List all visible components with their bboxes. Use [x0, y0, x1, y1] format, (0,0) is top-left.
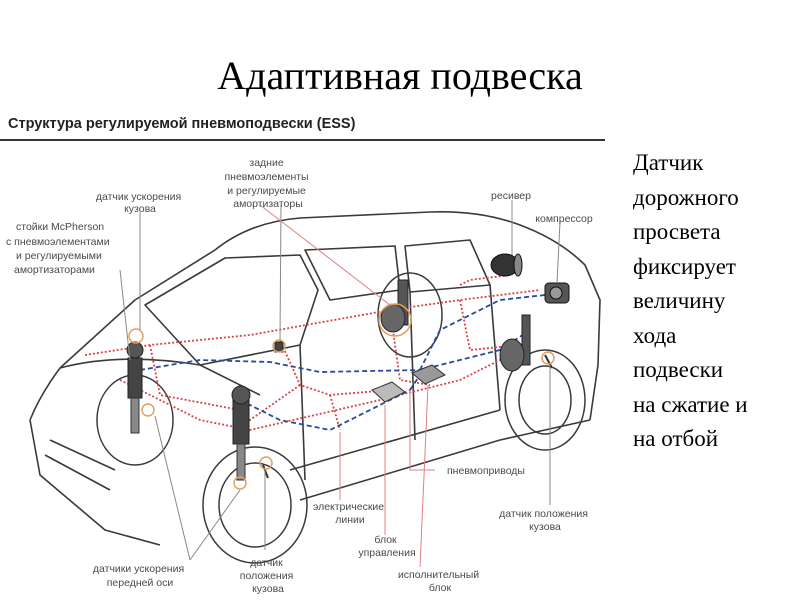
receiver [490, 253, 523, 277]
compressor [544, 282, 570, 304]
figure-divider [0, 139, 605, 141]
rear-shock-right [499, 314, 531, 372]
side-text-line: Датчик [633, 150, 704, 175]
control-unit [371, 381, 406, 403]
label-control-unit: блок управления [358, 534, 415, 559]
label-rear-air-elements: задние пневмоэлементы и регулируемые амо… [224, 157, 311, 210]
side-text-line: фиксирует [633, 253, 736, 279]
side-text-line: дорожного [633, 184, 739, 210]
slide-title: Адаптивная подвеска [217, 53, 583, 98]
height-sensor-links [262, 354, 553, 479]
label-front-axle-accel: датчики ускорения передней оси [93, 563, 187, 589]
wheel-front-left [202, 446, 308, 564]
side-text-line: на сжатие и [633, 391, 748, 417]
side-text-line: на отбой [633, 426, 719, 451]
label-pneumatic-actuators: пневмоприводы [447, 465, 525, 477]
side-text-line: просвета [633, 219, 721, 244]
side-text-line: хода [633, 322, 677, 348]
front-strut-right [231, 385, 251, 481]
label-compressor: компрессор [535, 213, 593, 225]
electric-lines [84, 274, 541, 441]
side-text-line: подвески [633, 357, 724, 382]
label-receiver: ресивер [491, 190, 531, 202]
front-strut-left [126, 341, 144, 434]
highlight-circles [128, 303, 555, 490]
label-body-accel-sensor: датчик ускорения кузова [96, 191, 184, 215]
label-front-struts: стойки McPherson с пневмоэлементами и ре… [6, 221, 113, 276]
red-leader-lines [259, 204, 435, 568]
side-description: Датчик дорожного просвета фиксирует вели… [633, 146, 798, 457]
label-executive-unit: исполнительный блок [398, 569, 482, 594]
diagram-labels: датчик ускорения кузова стойки McPherson… [6, 157, 593, 595]
wheel-rear [504, 349, 586, 451]
suspension-diagram: датчик ускорения кузова стойки McPherson… [6, 157, 601, 595]
pneumatic-lines [139, 294, 546, 431]
label-height-sensor-front: датчик положения кузова [240, 557, 296, 595]
label-electric-lines: электрические линии [313, 501, 387, 526]
rear-shock-left [380, 279, 409, 333]
side-text-line: величину [633, 288, 726, 313]
executive-unit [411, 364, 446, 385]
figure-header: Структура регулируемой пневмоподвески (E… [8, 116, 356, 132]
label-height-sensor-rear: датчик положения кузова [499, 508, 591, 533]
wheel-rear-left [377, 272, 443, 358]
leader-lines [119, 200, 561, 561]
